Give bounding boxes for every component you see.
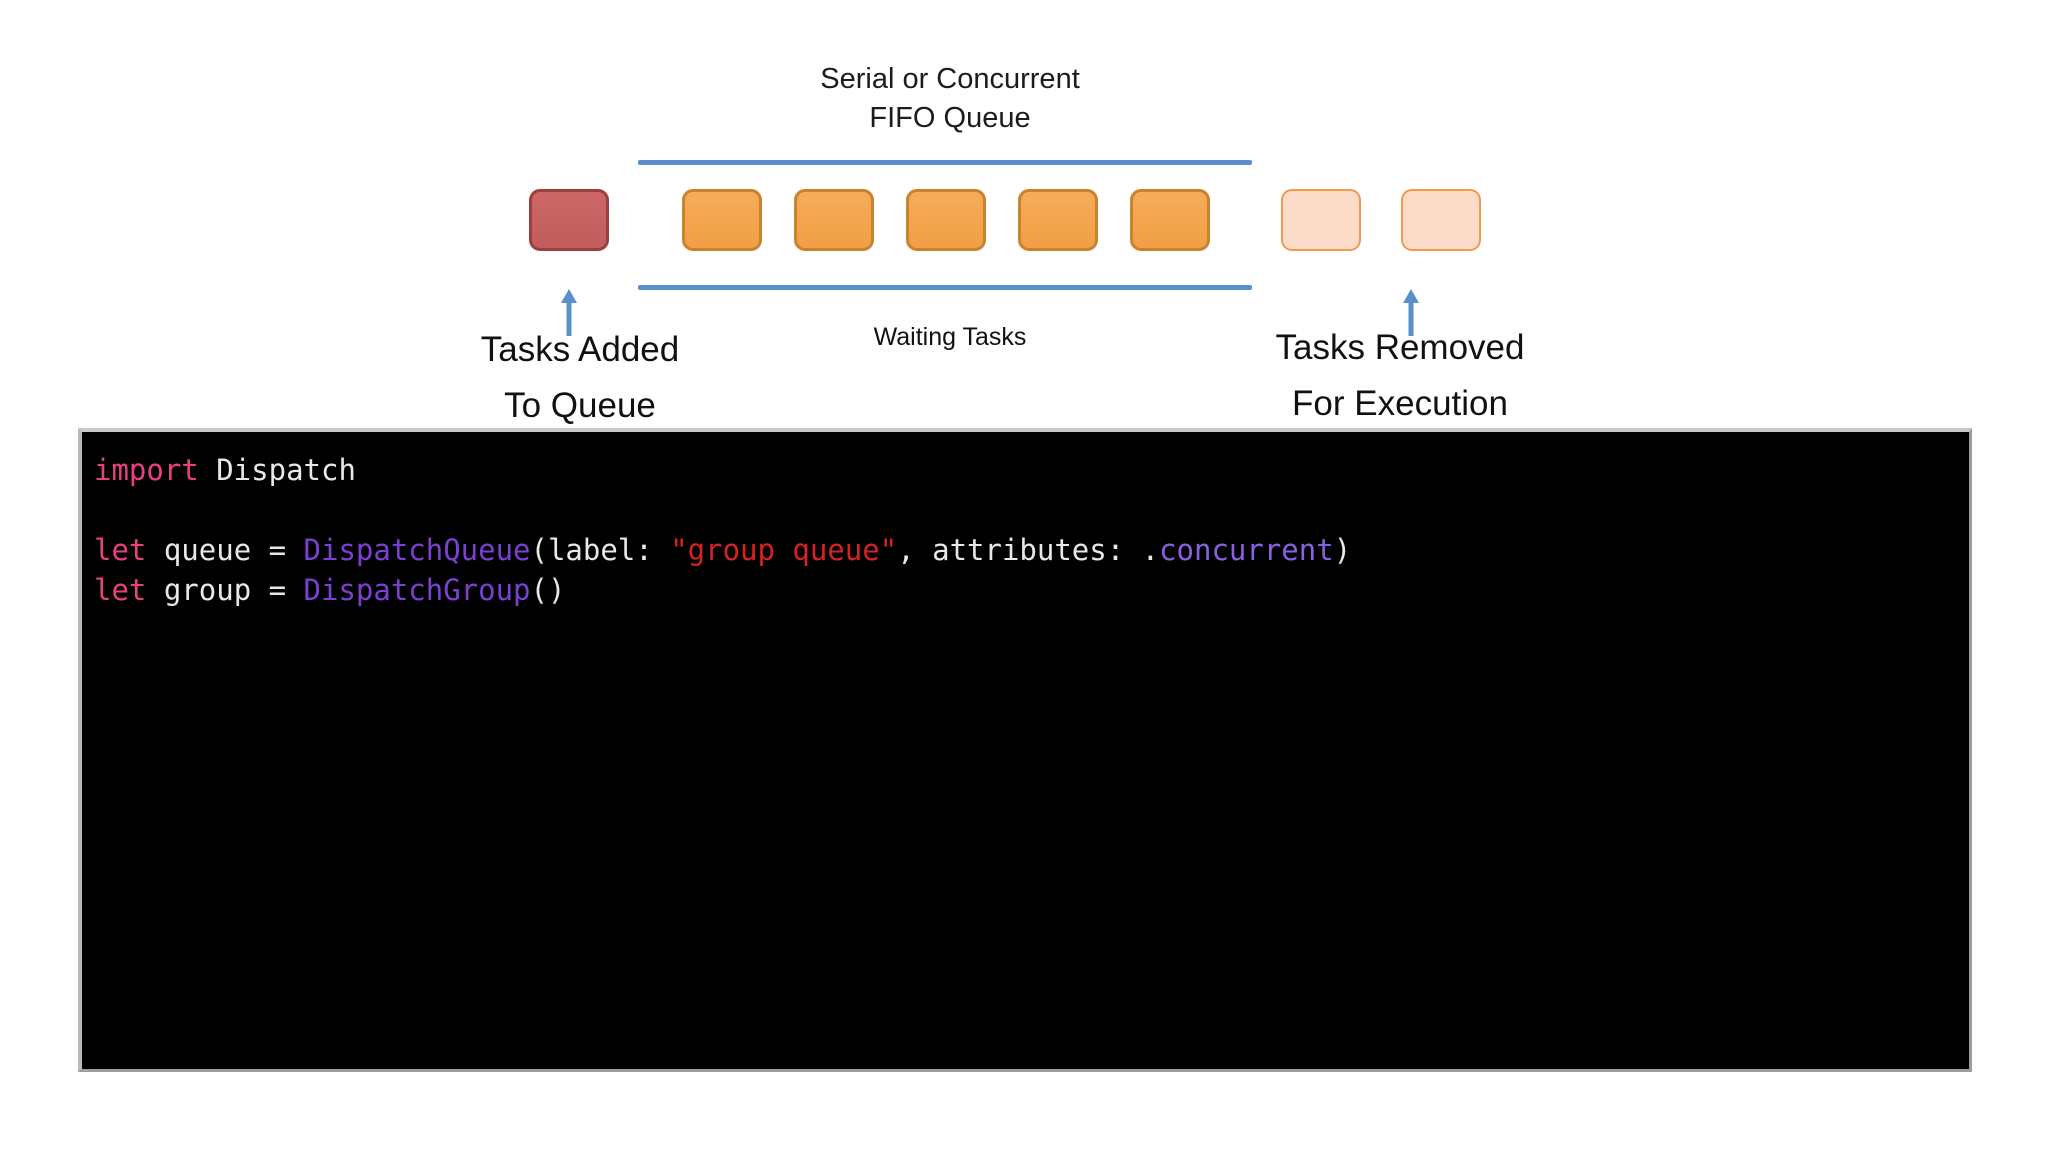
tasks-added-label: Tasks Added To Queue [480,330,680,425]
code-text[interactable]: import Dispatch let queue = DispatchQueu… [82,432,1969,610]
code-block[interactable]: import Dispatch let queue = DispatchQueu… [78,428,1972,1072]
code-token: Dispatch [198,453,356,487]
queue-rail-bottom [638,285,1252,290]
code-token: ) [1333,533,1352,567]
task-box-waiting [906,189,986,251]
tasks-removed-arrow-icon [1403,289,1419,336]
code-token: concurrent [1159,533,1334,567]
queue-title: Serial or Concurrent FIFO Queue [820,63,1080,134]
code-token: group = [146,573,304,607]
task-box-removed [1401,189,1481,251]
queue-rail-top [638,160,1252,165]
code-token: queue = [146,533,304,567]
waiting-tasks-label: Waiting Tasks [873,323,1027,351]
code-token: "group queue" [670,533,898,567]
code-token: DispatchQueue [303,533,531,567]
code-token: (label: [530,533,671,567]
task-box-removed [1281,189,1361,251]
code-token: , attributes: . [897,533,1160,567]
task-box-waiting [794,189,874,251]
task-box-waiting [682,189,762,251]
task-box-waiting [1130,189,1210,251]
code-token: let [94,573,147,607]
code-token: import [94,453,199,487]
code-token: DispatchGroup [303,573,531,607]
code-token: () [530,573,566,607]
queue-diagram: Serial or Concurrent FIFO Queue Tasks Ad… [0,0,2048,425]
task-box-waiting [1018,189,1098,251]
task-box-incoming [529,189,609,251]
tasks-added-arrow-icon [561,289,577,336]
tasks-removed-label: Tasks Removed For Execution [1275,328,1525,423]
code-token: let [94,533,147,567]
